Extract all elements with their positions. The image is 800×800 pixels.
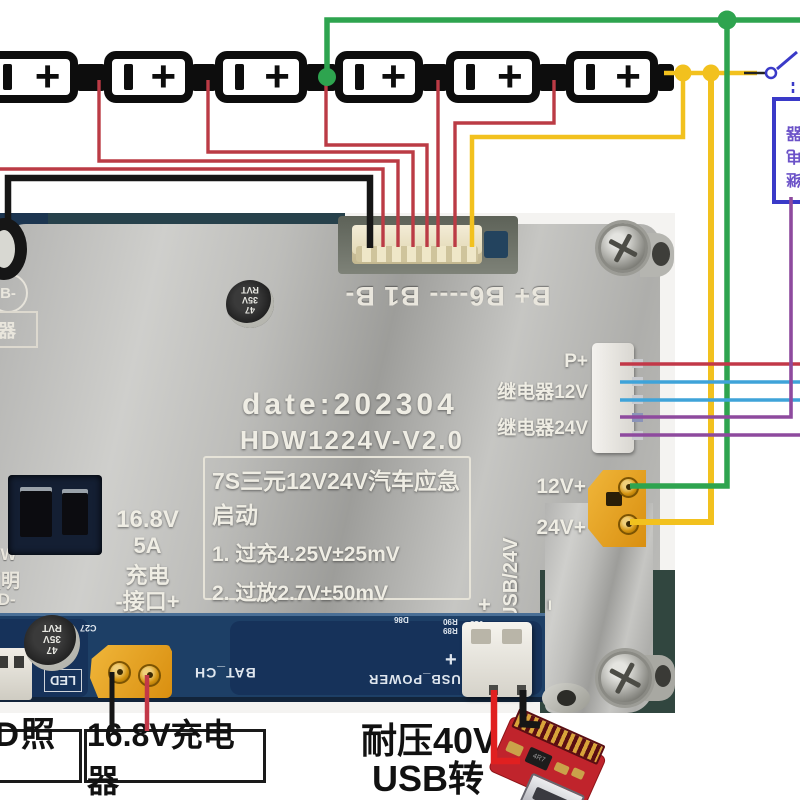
screw-bottom-right-icon xyxy=(598,651,652,705)
cap-value: 47 xyxy=(245,305,256,315)
cap-voltage: 35V xyxy=(43,633,61,644)
battery-minus-terminal xyxy=(354,64,364,90)
r90-silkscreen: R90 xyxy=(443,617,458,626)
usb-minus-mark: − xyxy=(538,599,560,611)
out-12v-label: 12V+ xyxy=(536,475,586,498)
chg-port-label: -接口+ xyxy=(115,589,180,614)
battery-cell-2: + xyxy=(104,51,193,103)
usb-power-plus-mark: + xyxy=(445,649,457,671)
cell-link-6 xyxy=(656,64,674,91)
spec-title: 7S三元12V24V汽车应急启动 xyxy=(212,468,460,528)
cell-link-5 xyxy=(538,64,568,91)
relay-box: 继电器 xyxy=(772,97,800,204)
cell-link-4 xyxy=(421,64,448,91)
cell-link-3 xyxy=(305,64,337,91)
relay-12v-label: 继电器12V xyxy=(497,382,588,403)
battery-minus-terminal xyxy=(466,64,476,90)
battery-minus-terminal xyxy=(2,64,12,90)
bat-ch-silkscreen: BAT_CH xyxy=(194,665,256,681)
yellow-junction-dot-2 xyxy=(702,64,720,82)
lighting-partial-text: 照明 xyxy=(0,571,21,592)
battery-minus-terminal xyxy=(586,64,596,90)
spec-line-2: 2. 过放2.7V±50mV xyxy=(212,582,389,605)
charger-label: 16.8V充电器 xyxy=(84,717,266,799)
balance-silkscreen: B+ B6---- B1 B- xyxy=(344,281,551,311)
battery-cell-3: + xyxy=(215,51,307,103)
chg-current-label: 5A xyxy=(133,533,162,558)
battery-minus-terminal xyxy=(123,64,133,90)
bms-board-photo: 47 35V RVT B+ B6---- B1 B- B- 继电器 HDW 照明… xyxy=(0,213,675,713)
out-24v-label: 24V+ xyxy=(536,516,586,539)
spec-line-1: 1. 过充4.25V±25mV xyxy=(212,543,400,566)
r89-silkscreen: R89 xyxy=(443,626,458,635)
switch-contact-icon xyxy=(764,66,778,80)
tab-hole-bottom xyxy=(655,665,671,687)
screw-top-right-icon xyxy=(598,223,648,273)
battery-cell-1: + xyxy=(0,51,78,103)
capacitor-top: 47 35V RVT xyxy=(226,280,274,328)
led-silkscreen: LED xyxy=(44,669,82,692)
cap-value: 47 xyxy=(46,644,58,655)
capacitor-bottom: 47 35V RVT xyxy=(24,615,80,671)
balance-connector xyxy=(352,225,482,264)
usb-voltage-label: 耐压40V xyxy=(360,720,498,761)
relay-silk-box-partial: 继电器 xyxy=(0,311,38,348)
spec-box: 7S三元12V24V汽车应急启动 1. 过充4.25V±25mV 2. 过放2.… xyxy=(203,456,471,644)
cap-voltage: 35V xyxy=(242,295,259,305)
mosfet-window xyxy=(8,475,102,555)
smd-component xyxy=(484,231,508,258)
relay-output-connector xyxy=(592,343,643,453)
p-plus-label: P+ xyxy=(564,351,588,372)
bat-ch-plus-pin xyxy=(138,664,161,687)
battery-minus-terminal xyxy=(235,64,245,90)
tab-hole-top xyxy=(652,242,670,266)
d86-silkscreen: D86 xyxy=(394,615,409,624)
date-text: date:202304 xyxy=(242,388,458,421)
green-junction-dot-top xyxy=(717,10,737,30)
usb-24v-label: USB/24V xyxy=(500,537,522,621)
led-partial-text: LED- xyxy=(0,590,16,609)
chg-voltage-label: 16.8V xyxy=(116,506,179,533)
xt30-24v-pin xyxy=(618,514,639,535)
cell-link-1 xyxy=(76,64,106,91)
battery-cell-4: + xyxy=(335,51,423,103)
standoff-oval xyxy=(542,683,590,713)
usb-power-connector xyxy=(462,622,532,697)
cap-series: RVT xyxy=(42,622,62,633)
model-text: HDW1224V-V2.0 xyxy=(240,425,464,455)
cap-series: RVT xyxy=(241,285,259,295)
cell-link-2 xyxy=(191,64,217,91)
yellow-junction-dot-1 xyxy=(674,64,692,82)
relay-24v-label: 继电器24V xyxy=(497,418,588,439)
chg-label: 充电 xyxy=(125,563,170,588)
switch-lever-icon xyxy=(776,50,798,71)
usb-power-silkscreen: USB_POWER xyxy=(368,672,461,687)
xt30-12v-pin xyxy=(618,477,639,498)
battery-cell-6: + xyxy=(566,51,658,103)
usb-5v-label: USB转5V xyxy=(371,758,484,799)
led-lighting-label: LED照明 xyxy=(0,716,82,783)
relay-label: 继电器 xyxy=(788,119,800,188)
c27-silkscreen: C27 xyxy=(80,623,97,633)
battery-cell-5: + xyxy=(446,51,540,103)
bat-ch-minus-pin xyxy=(108,661,131,684)
usb-plus-mark: + xyxy=(478,592,491,617)
